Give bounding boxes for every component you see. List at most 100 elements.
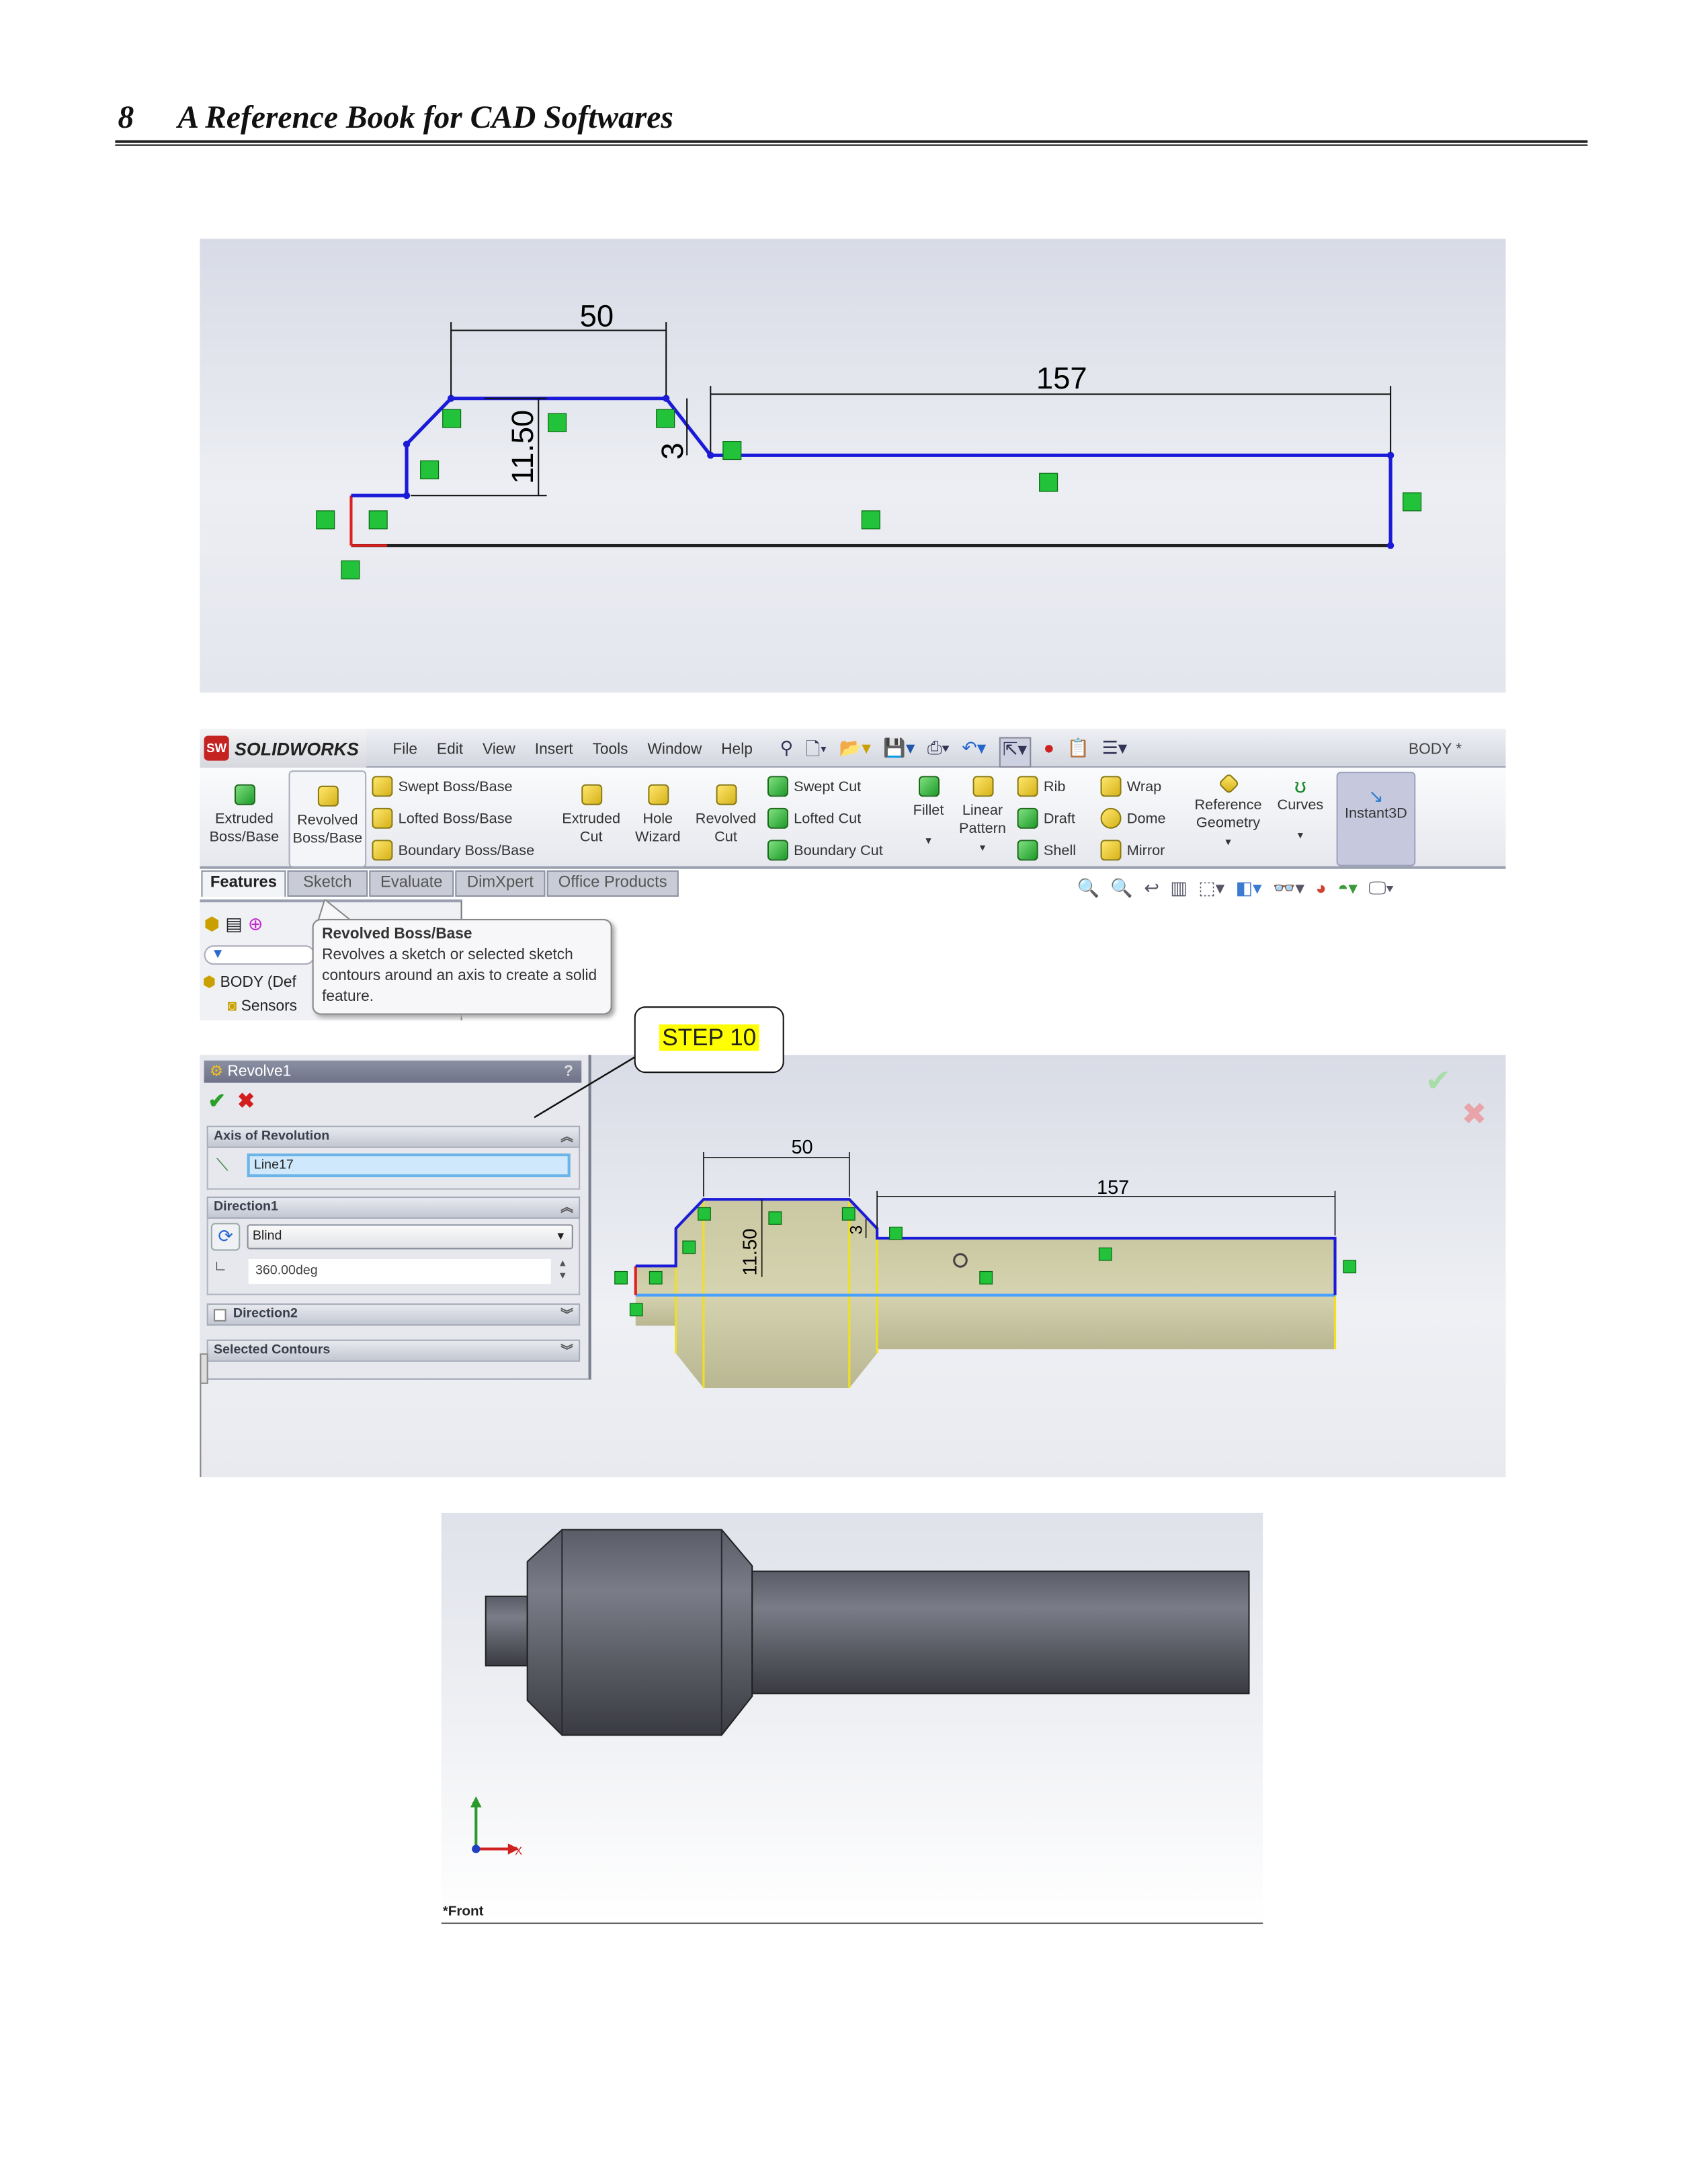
menu-tools[interactable]: Tools bbox=[592, 741, 628, 758]
confirm-corner-cancel-icon[interactable]: ✖ bbox=[1461, 1096, 1487, 1131]
direction2-checkbox[interactable] bbox=[214, 1309, 226, 1322]
edit-appearance-icon[interactable]: ◕ bbox=[1315, 877, 1327, 899]
direction1-type-select[interactable]: Blind▼ bbox=[247, 1224, 573, 1250]
feature-title: Revolve1 bbox=[227, 1063, 292, 1080]
instant3d-button[interactable]: ↘Instant3D bbox=[1336, 772, 1416, 866]
tree-item-body[interactable]: ⬢ BODY (Def bbox=[202, 973, 296, 992]
collapse-icon[interactable]: ︽ bbox=[560, 1129, 573, 1144]
boundary-boss-button[interactable]: Boundary Boss/Base bbox=[372, 840, 535, 861]
lofted-cut-button[interactable]: Lofted Cut bbox=[767, 807, 862, 829]
fillet-button[interactable]: Fillet▾ bbox=[908, 776, 950, 849]
angle-input[interactable]: 360.00deg bbox=[248, 1258, 551, 1285]
revolve-viewport[interactable]: 50 157 11.50 3 ✔ ✖ bbox=[200, 1055, 1506, 1478]
boundary-cut-button[interactable]: Boundary Cut bbox=[767, 840, 883, 861]
extruded-boss-button[interactable]: Extruded Boss/Base bbox=[202, 784, 286, 847]
open-icon[interactable]: 📂▾ bbox=[839, 737, 871, 758]
help-button[interactable]: ? bbox=[563, 1063, 573, 1080]
menu-bar: File Edit View Insert Tools Window Help bbox=[392, 741, 752, 758]
menu-insert[interactable]: Insert bbox=[534, 741, 573, 758]
swept-boss-button[interactable]: Swept Boss/Base bbox=[372, 776, 513, 797]
tab-dimxpert[interactable]: DimXpert bbox=[455, 870, 546, 897]
zoom-to-area-icon[interactable]: 🔍 bbox=[1110, 877, 1133, 899]
label: Lofted Cut bbox=[794, 809, 862, 827]
rebuild-icon[interactable]: ● bbox=[1043, 737, 1055, 758]
file-properties-icon[interactable]: 📋 bbox=[1067, 737, 1090, 758]
menu-edit[interactable]: Edit bbox=[436, 741, 464, 758]
filter-field[interactable]: ▼ bbox=[204, 945, 315, 965]
curves-icon: ʊ bbox=[1294, 774, 1306, 799]
preview-collar bbox=[675, 1199, 878, 1388]
chevron-down-icon[interactable]: ▾ bbox=[979, 841, 986, 854]
revolved-boss-button[interactable]: Revolved Boss/Base bbox=[288, 770, 367, 868]
swept-cut-button[interactable]: Swept Cut bbox=[767, 776, 861, 797]
reference-geometry-button[interactable]: Reference Geometry▾ bbox=[1188, 772, 1269, 851]
section-direction1[interactable]: Direction1 ︽ bbox=[206, 1197, 581, 1219]
tab-office-products[interactable]: Office Products bbox=[546, 870, 679, 897]
section-title: Direction1 bbox=[214, 1199, 278, 1215]
lofted-boss-icon bbox=[372, 807, 393, 829]
select-icon[interactable]: ⇱▾ bbox=[998, 737, 1032, 768]
sketch-viewport[interactable]: 50 157 11.50 3 bbox=[200, 239, 1506, 693]
lofted-boss-button[interactable]: Lofted Boss/Base bbox=[372, 807, 513, 829]
options-icon[interactable]: ☰▾ bbox=[1101, 737, 1128, 758]
menu-file[interactable]: File bbox=[392, 741, 418, 758]
shell-button[interactable]: Shell bbox=[1017, 840, 1076, 861]
feature-manager-icon[interactable]: ⬢ bbox=[204, 913, 220, 934]
tab-sketch[interactable]: Sketch bbox=[287, 870, 368, 897]
axis-line-icon: ⟍ bbox=[216, 1155, 228, 1174]
scenes-icon[interactable]: ◓▾ bbox=[1337, 877, 1358, 899]
tree-item-sensors[interactable]: ◙ Sensors bbox=[228, 998, 297, 1015]
collapse-icon[interactable]: ︽ bbox=[560, 1201, 573, 1215]
rib-button[interactable]: Rib bbox=[1017, 776, 1065, 797]
linear-pattern-button[interactable]: Linear Pattern▾ bbox=[955, 776, 1011, 856]
pin-icon[interactable]: ⚲ bbox=[780, 737, 794, 758]
expand-icon[interactable]: ︾ bbox=[560, 1307, 573, 1322]
label: Draft bbox=[1043, 809, 1075, 827]
draft-button[interactable]: Draft bbox=[1017, 807, 1075, 829]
panel-collapse-handle[interactable] bbox=[200, 1353, 208, 1384]
result-viewport[interactable]: Y X *Front bbox=[441, 1512, 1263, 1925]
mirror-button[interactable]: Mirror bbox=[1100, 840, 1165, 861]
confirm-corner-ok-icon[interactable]: ✔ bbox=[1425, 1063, 1451, 1098]
property-manager-icon[interactable]: ▤ bbox=[225, 913, 243, 934]
chevron-down-icon[interactable]: ▾ bbox=[1225, 836, 1231, 848]
extruded-cut-button[interactable]: Extruded Cut bbox=[555, 784, 627, 847]
label: Boundary Boss/Base bbox=[398, 842, 535, 859]
undo-icon[interactable]: ↶▾ bbox=[962, 737, 987, 758]
reverse-direction-button[interactable]: ⟳ bbox=[210, 1223, 241, 1251]
print-icon[interactable]: ⎙▾ bbox=[927, 737, 950, 758]
rib-icon bbox=[1017, 776, 1038, 797]
section-selected-contours[interactable]: Selected Contours︾ bbox=[206, 1339, 581, 1362]
view-orientation-icon[interactable]: ⬚▾ bbox=[1198, 877, 1225, 899]
logo-area[interactable]: SW SOLIDWORKS bbox=[200, 729, 367, 768]
section-axis-of-revolution[interactable]: Axis of Revolution︽ bbox=[206, 1125, 581, 1148]
chevron-down-icon[interactable]: ▾ bbox=[925, 834, 931, 847]
zoom-to-fit-icon[interactable]: 🔍 bbox=[1077, 877, 1099, 899]
display-style-icon[interactable]: ◧▾ bbox=[1235, 877, 1262, 899]
wrap-button[interactable]: Wrap bbox=[1100, 776, 1161, 797]
configuration-manager-icon[interactable]: ⊕ bbox=[247, 913, 263, 934]
revolved-cut-button[interactable]: Revolved Cut bbox=[690, 784, 761, 847]
chevron-down-icon[interactable]: ▾ bbox=[1297, 828, 1304, 842]
dome-button[interactable]: Dome bbox=[1100, 807, 1166, 829]
menu-help[interactable]: Help bbox=[721, 741, 753, 758]
menu-view[interactable]: View bbox=[483, 741, 515, 758]
axis-selection-field[interactable]: Line17 bbox=[247, 1154, 571, 1178]
hole-wizard-button[interactable]: Hole Wizard bbox=[630, 784, 686, 847]
hide-show-icon[interactable]: 👓▾ bbox=[1273, 877, 1304, 899]
angle-spinner[interactable]: ▲▼ bbox=[558, 1258, 568, 1281]
new-document-icon[interactable]: 🗋▾ bbox=[805, 738, 827, 760]
menu-window[interactable]: Window bbox=[647, 741, 702, 758]
section-direction2[interactable]: Direction2︾ bbox=[206, 1303, 581, 1326]
section-view-icon[interactable]: ▥ bbox=[1170, 877, 1188, 899]
tab-features[interactable]: Features bbox=[201, 870, 286, 897]
cancel-button[interactable]: ✖ bbox=[237, 1090, 255, 1114]
tab-evaluate[interactable]: Evaluate bbox=[369, 870, 454, 897]
previous-view-icon[interactable]: ↩ bbox=[1144, 877, 1159, 899]
save-icon[interactable]: 💾▾ bbox=[883, 737, 915, 758]
label: Sensors bbox=[241, 998, 298, 1015]
ok-button[interactable]: ✔ bbox=[208, 1090, 226, 1114]
expand-icon[interactable]: ︾ bbox=[560, 1343, 573, 1358]
view-settings-icon[interactable]: 🖵▾ bbox=[1368, 877, 1394, 899]
